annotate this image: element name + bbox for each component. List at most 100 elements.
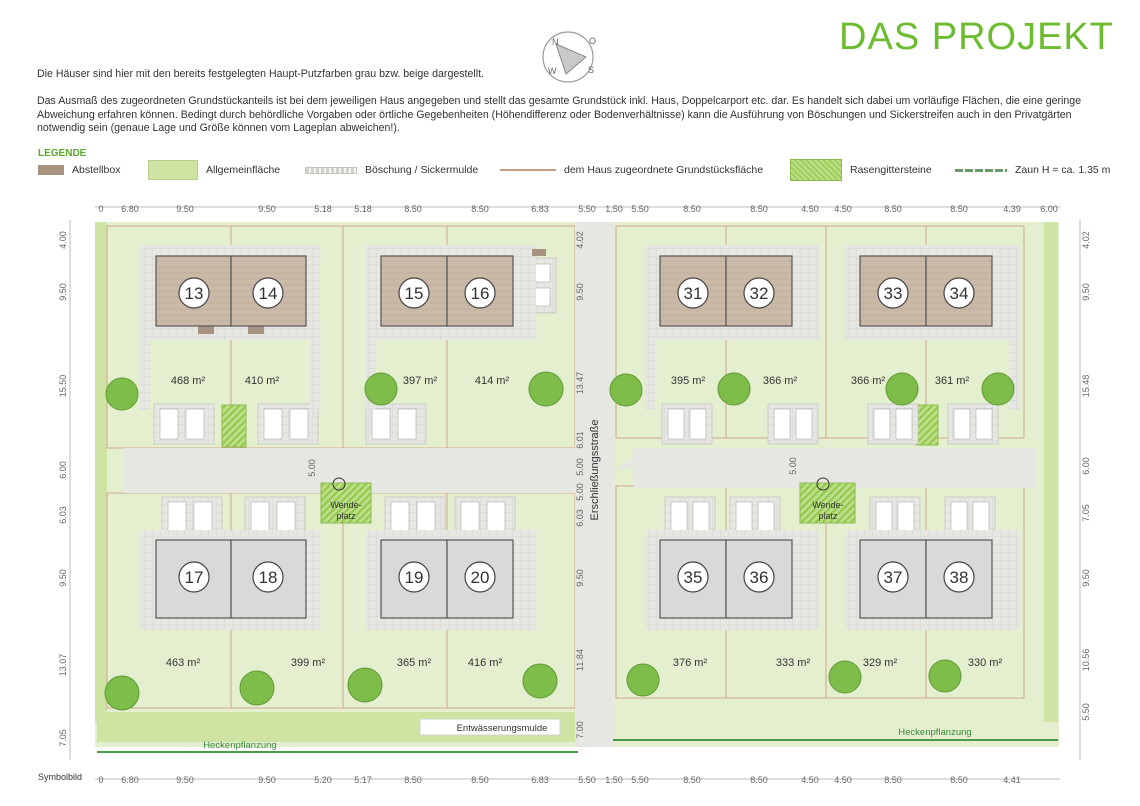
dim-label: 4.50 xyxy=(801,204,819,214)
legend-item-grundstuecksflaeche: dem Haus zugeordnete Grundstücksfläche xyxy=(500,160,763,180)
abstellbox-swatch xyxy=(38,165,64,175)
dim-label: 6.80 xyxy=(121,775,139,785)
legend-label: Rasengittersteine xyxy=(850,164,932,176)
right-dims: 4.02 9.50 15.48 6.00 7.05 9.50 10.56 5.5… xyxy=(1081,231,1091,721)
dim-label: 4.00 xyxy=(58,231,68,249)
dim-label: 15.48 xyxy=(1081,375,1091,398)
dim-label: 6.83 xyxy=(531,775,549,785)
dim-label: 1.50 xyxy=(605,204,623,214)
legend-label: Zaun H = ca. 1.35 m xyxy=(1015,164,1111,176)
compass-n: N xyxy=(552,37,559,47)
house-number: 18 xyxy=(259,568,278,587)
dim-label: 7.00 xyxy=(575,721,585,739)
house-number: 15 xyxy=(405,284,424,303)
dim-label: 11.84 xyxy=(575,649,585,671)
plot-area: 414 m² xyxy=(475,375,510,387)
dim-label: 4.50 xyxy=(834,204,852,214)
left-dims: 4.00 9.50 15.50 6.00 6.03 9.50 13.07 7.0… xyxy=(58,231,68,747)
street-label: Erschließungsstraße xyxy=(589,420,601,521)
dim-label: 4.02 xyxy=(1081,231,1091,249)
west-turning-space xyxy=(320,482,372,524)
legend-item-allgemeinflaeche: Allgemeinfläche xyxy=(148,160,280,180)
dim-label: 13.07 xyxy=(58,654,68,677)
house-number: 38 xyxy=(950,568,969,587)
plot-area: 397 m² xyxy=(403,375,438,387)
house-number: 36 xyxy=(750,568,769,587)
legend-label: Allgemeinfläche xyxy=(206,164,281,176)
dim-label: 5.20 xyxy=(314,775,332,785)
house-number: 31 xyxy=(684,284,703,303)
house-number: 19 xyxy=(405,568,424,587)
center-dims: 4.02 9.50 13.47 6.01 5.00 5.00 6.03 9.50… xyxy=(307,231,798,739)
dim-label: 5.50 xyxy=(631,775,649,785)
dim-label: 8.50 xyxy=(471,204,489,214)
dim-label: 9.50 xyxy=(58,283,68,301)
hedge-label-east: Heckenpflanzung xyxy=(898,727,971,738)
house-number: 37 xyxy=(884,568,903,587)
dim-label: 6.03 xyxy=(575,509,585,527)
dim-label: 9.50 xyxy=(176,204,194,214)
legend-label: dem Haus zugeordnete Grundstücksfläche xyxy=(564,164,764,176)
turn-label-1: Wende- xyxy=(330,500,361,510)
legend-heading: LEGENDE xyxy=(38,148,87,159)
dim-label: 8.50 xyxy=(884,775,902,785)
dim-label: 9.50 xyxy=(258,775,276,785)
dim-label: 9.50 xyxy=(575,283,585,301)
dim-label: 8.50 xyxy=(404,204,422,214)
plot-area: 395 m² xyxy=(671,375,706,387)
dim-label: 9.50 xyxy=(176,775,194,785)
bottom-dims: 0 6.80 9.50 9.50 5.20 5.17 8.50 8.50 6.8… xyxy=(98,775,1020,785)
dim-label: 15.50 xyxy=(58,375,68,398)
compass-o: O xyxy=(589,36,596,46)
dim-label: 9.50 xyxy=(575,569,585,587)
dim-label: 6.80 xyxy=(121,204,139,214)
dim-label: 6.83 xyxy=(531,204,549,214)
dim-label: 5.50 xyxy=(578,204,596,214)
trees xyxy=(104,371,1015,711)
legend-item-boeschung: Böschung / Sickermulde xyxy=(305,160,478,180)
zaun-swatch xyxy=(955,168,1007,172)
dim-label: 4.50 xyxy=(834,775,852,785)
intro-text-1: Die Häuser sind hier mit den bereits fes… xyxy=(37,68,484,80)
main-road xyxy=(575,222,613,747)
plot-area: 333 m² xyxy=(776,657,811,669)
dim-label: 6.01 xyxy=(575,431,585,449)
legend-item-zaun: Zaun H = ca. 1.35 m xyxy=(955,160,1110,180)
dim-label: 7.05 xyxy=(1081,504,1091,522)
plot-area: 366 m² xyxy=(763,375,798,387)
top-dims: 0 6.80 9.50 9.50 5.18 5.18 8.50 8.50 6.8… xyxy=(98,204,1057,214)
dim-label: 8.50 xyxy=(950,775,968,785)
dim-label: 5.18 xyxy=(314,204,332,214)
legend-item-abstellbox: Abstellbox xyxy=(38,160,120,180)
east-green-strip xyxy=(1044,222,1058,722)
dim-label: 5.50 xyxy=(1081,703,1091,721)
dim-label: 0 xyxy=(98,204,103,214)
dim-label: 13.47 xyxy=(575,372,585,395)
dim-label: 5.00 xyxy=(788,457,798,475)
house-number: 20 xyxy=(471,568,490,587)
house-number: 13 xyxy=(185,284,204,303)
plot-areas: 468 m² 410 m² 397 m² 414 m² 395 m² 366 m… xyxy=(166,375,1003,669)
boeschung-swatch xyxy=(305,166,357,174)
house-number: 33 xyxy=(884,284,903,303)
dim-label: 8.50 xyxy=(750,204,768,214)
plot-area: 416 m² xyxy=(468,657,503,669)
dim-label: 5.50 xyxy=(578,775,596,785)
turn-label-2: platz xyxy=(336,511,356,521)
footer-note: Symbolbild xyxy=(38,772,83,782)
legend: Abstellbox Allgemeinfläche Böschung / Si… xyxy=(38,159,1118,181)
drainage-label: Entwässerungsmulde xyxy=(457,723,548,734)
dim-label: 9.50 xyxy=(58,569,68,587)
allgemeinflaeche-swatch xyxy=(148,160,198,180)
dim-label: 10.56 xyxy=(1081,649,1091,672)
dim-label: 8.50 xyxy=(404,775,422,785)
dim-label: 8.50 xyxy=(683,204,701,214)
plot-area: 366 m² xyxy=(851,375,886,387)
dim-label: 6.00 xyxy=(58,461,68,479)
plot-area: 365 m² xyxy=(397,657,432,669)
plot-area: 410 m² xyxy=(245,375,280,387)
dim-label: 5.18 xyxy=(354,204,372,214)
house-number-circles xyxy=(178,277,975,593)
plot-area: 468 m² xyxy=(171,375,206,387)
